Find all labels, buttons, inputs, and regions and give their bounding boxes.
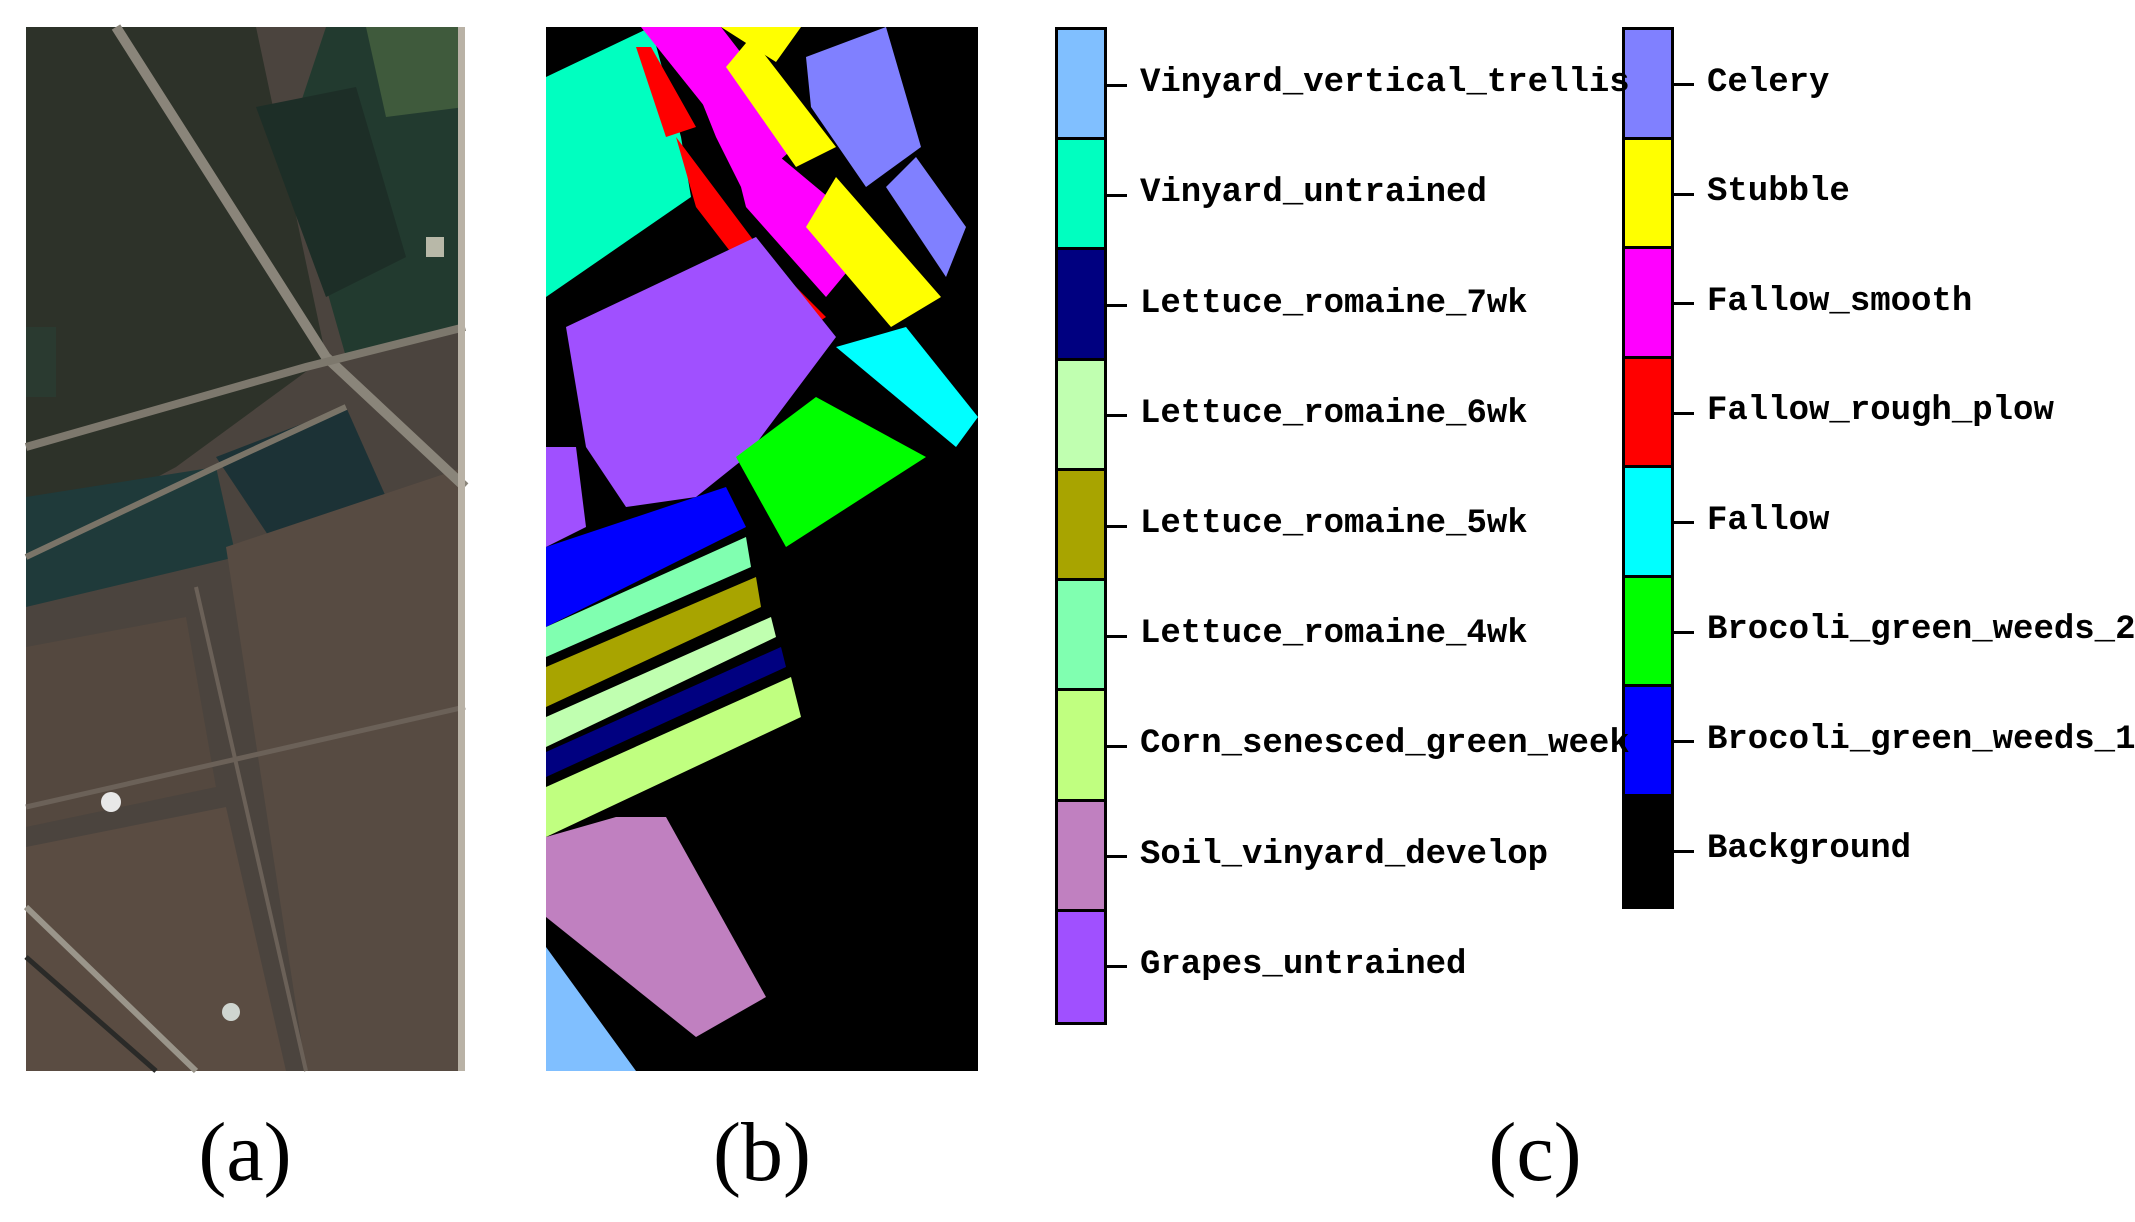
region-stubble <box>726 37 836 167</box>
legend-swatch-left-8 <box>1058 911 1104 1022</box>
legend-swatch-left-0 <box>1058 30 1104 141</box>
region-lettuce-romaine-7wk <box>546 647 786 777</box>
legend-colorbar-left <box>1055 27 1107 1025</box>
caption-c: (c) <box>1488 1106 1582 1199</box>
legend-label-left-2: Lettuce_romaine_7wk <box>1140 284 1528 323</box>
region-grapes-untrained-2 <box>546 447 586 547</box>
legend-tick-right-7 <box>1674 849 1694 853</box>
legend-label-left-8: Grapes_untrained <box>1140 945 1467 984</box>
region-fallow <box>836 327 978 447</box>
ground-truth-map <box>546 27 978 1071</box>
legend-tick-right-5 <box>1674 630 1694 634</box>
legend-swatch-left-7 <box>1058 801 1104 912</box>
region-fallow-rough-plow <box>636 47 696 137</box>
region-lettuce-romaine-5wk <box>546 577 761 707</box>
legend-tick-right-6 <box>1674 740 1694 744</box>
legend-swatch-right-0 <box>1625 30 1671 140</box>
legend-tick-right-4 <box>1674 521 1694 525</box>
legend-label-left-6: Corn_senesced_green_week <box>1140 725 1630 764</box>
region-celery <box>806 27 921 187</box>
region-corn-senesced <box>546 677 801 837</box>
region-vinyard-vertical-trellis <box>546 947 636 1071</box>
ground-truth-map-graphic <box>546 27 978 1071</box>
legend-swatch-right-1 <box>1625 139 1671 249</box>
legend-swatch-right-5 <box>1625 577 1671 687</box>
legend-swatch-right-6 <box>1625 687 1671 797</box>
region-lettuce-romaine-4wk <box>546 537 751 657</box>
legend-tick-left-2 <box>1107 304 1127 308</box>
region-fallow-smooth <box>641 27 806 177</box>
legend-label-left-1: Vinyard_untrained <box>1140 174 1487 213</box>
legend-tick-left-0 <box>1107 83 1127 87</box>
legend-tick-left-1 <box>1107 193 1127 197</box>
legend-tick-left-7 <box>1107 855 1127 859</box>
legend-label-left-3: Lettuce_romaine_6wk <box>1140 394 1528 433</box>
legend-label-right-5: Brocoli_green_weeds_2 <box>1707 611 2135 650</box>
legend-label-left-5: Lettuce_romaine_4wk <box>1140 615 1528 654</box>
legend-tick-left-4 <box>1107 524 1127 528</box>
legend-label-right-6: Brocoli_green_weeds_1 <box>1707 720 2135 759</box>
legend-label-right-7: Background <box>1707 830 1912 869</box>
legend-label-right-1: Stubble <box>1707 173 1850 212</box>
region-lettuce-romaine-6wk <box>546 617 776 747</box>
region-brocoli-green-weeds-2 <box>736 397 926 547</box>
legend-label-left-0: Vinyard_vertical_trellis <box>1140 64 1630 103</box>
legend-label-left-4: Lettuce_romaine_5wk <box>1140 505 1528 543</box>
legend-colorbar-right <box>1622 27 1674 909</box>
region-stubble-2 <box>806 177 941 327</box>
legend-swatch-right-3 <box>1625 358 1671 468</box>
legend-tick-left-8 <box>1107 965 1127 969</box>
legend-swatch-left-1 <box>1058 140 1104 251</box>
legend-swatch-right-7 <box>1625 796 1671 906</box>
legend-tick-right-2 <box>1674 302 1694 306</box>
legend-tick-right-1 <box>1674 192 1694 196</box>
satellite-image <box>23 24 469 1074</box>
legend-swatch-left-3 <box>1058 360 1104 471</box>
satellite-image-graphic <box>23 24 469 1074</box>
region-celery-2 <box>886 157 966 277</box>
caption-a: (a) <box>198 1106 292 1199</box>
region-grapes-untrained <box>566 237 836 507</box>
legend-swatch-left-6 <box>1058 691 1104 802</box>
legend-tick-left-3 <box>1107 414 1127 418</box>
legend-tick-right-0 <box>1674 83 1694 87</box>
legend-swatch-left-2 <box>1058 250 1104 361</box>
caption-b: (b) <box>713 1106 811 1199</box>
region-soil-vinyard-develop <box>546 817 766 1037</box>
legend-swatch-left-4 <box>1058 470 1104 582</box>
region-stubble-3 <box>721 27 801 62</box>
region-brocoli-green-weeds-1 <box>546 487 746 627</box>
legend-swatch-left-5 <box>1058 581 1104 692</box>
legend-label-left-7: Soil_vinyard_develop <box>1140 835 1549 874</box>
legend-tick-left-6 <box>1107 744 1127 748</box>
legend-tick-left-5 <box>1107 634 1127 638</box>
legend-label-right-4: Fallow <box>1707 501 1830 540</box>
legend-swatch-right-4 <box>1625 468 1671 578</box>
legend-tick-right-3 <box>1674 411 1694 415</box>
legend-label-right-2: Fallow_smooth <box>1707 282 1973 321</box>
legend-swatch-right-2 <box>1625 249 1671 359</box>
legend-label-right-0: Celery <box>1707 63 1830 102</box>
legend-label-right-3: Fallow_rough_plow <box>1707 392 2054 431</box>
